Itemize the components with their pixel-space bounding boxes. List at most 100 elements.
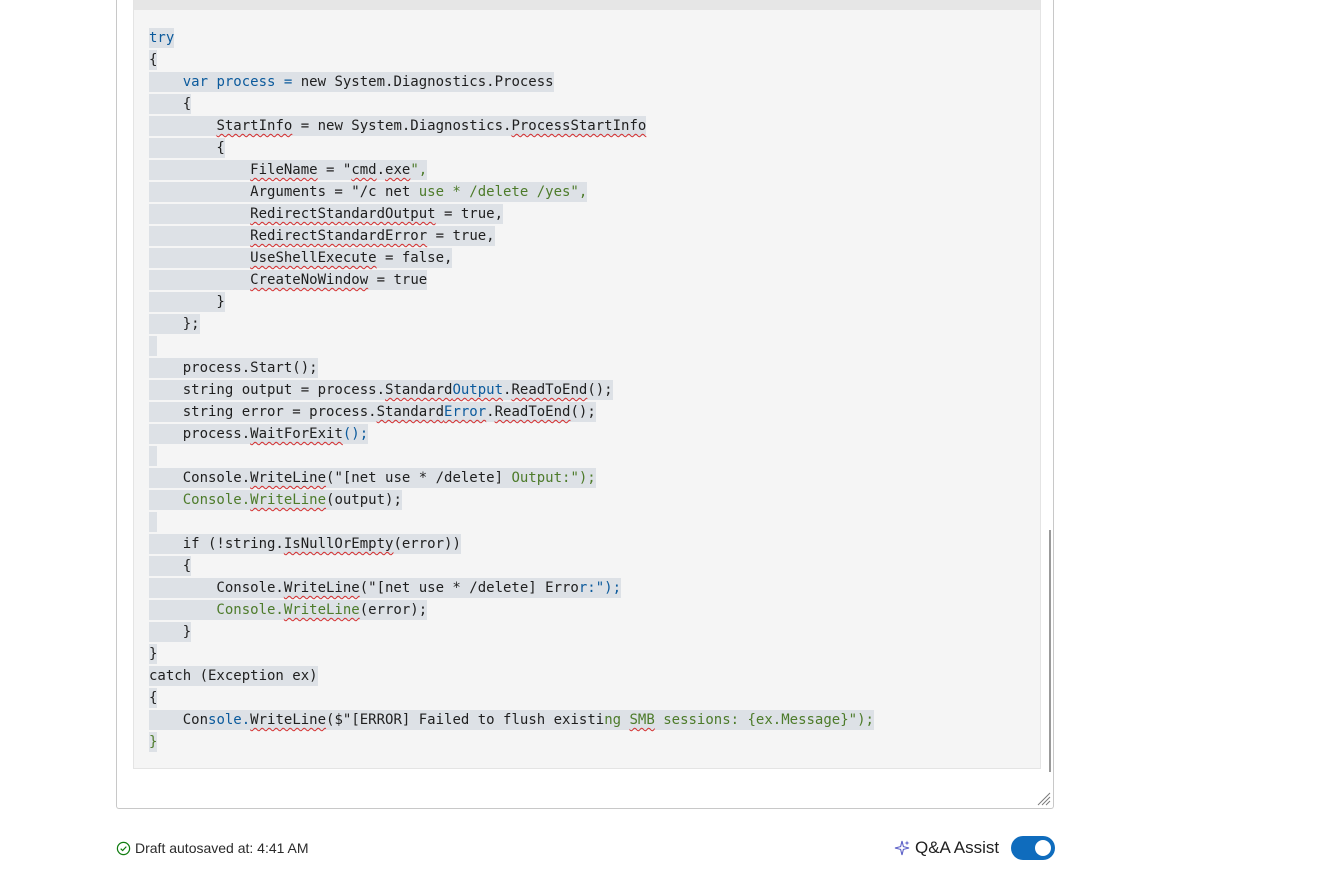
code-line: } bbox=[149, 291, 1029, 313]
code-line bbox=[149, 335, 1029, 357]
autosave-label: Draft autosaved at: 4:41 AM bbox=[135, 840, 309, 856]
code-line: catch (Exception ex) bbox=[149, 665, 1029, 687]
code-token bbox=[149, 162, 250, 178]
code-line: if (!string.IsNullOrEmpty(error)) bbox=[149, 533, 1029, 555]
spelling-error-token: RedirectStandardOutput bbox=[250, 206, 436, 222]
code-token: = true, bbox=[427, 228, 495, 244]
code-line-text: if (!string.IsNullOrEmpty(error)) bbox=[149, 534, 461, 554]
spelling-error-token: SMB bbox=[629, 712, 655, 728]
code-line: StartInfo = new System.Diagnostics.Proce… bbox=[149, 115, 1029, 137]
code-line-text: RedirectStandardOutput = true, bbox=[149, 204, 504, 224]
code-token: Console. bbox=[149, 580, 284, 596]
code-line-text: } bbox=[149, 622, 192, 642]
spelling-error-token: Output bbox=[452, 382, 504, 398]
code-line-text: { bbox=[149, 94, 192, 114]
code-line-text: Arguments = "/c net use * /delete /yes", bbox=[149, 182, 588, 202]
code-line-text: { bbox=[149, 138, 225, 158]
code-token: string error = process. bbox=[149, 404, 377, 420]
code-token: Output:"); bbox=[511, 470, 596, 486]
code-line-text: { bbox=[149, 50, 158, 70]
autosave-status: Draft autosaved at: 4:41 AM bbox=[116, 838, 309, 858]
code-line-text: { bbox=[149, 556, 192, 576]
code-line-text: } bbox=[149, 644, 158, 664]
code-token bbox=[149, 250, 250, 266]
answer-editor[interactable]: try{ var process = new System.Diagnostic… bbox=[116, 0, 1054, 809]
code-line: UseShellExecute = false, bbox=[149, 247, 1029, 269]
code-token: Con bbox=[149, 712, 209, 728]
code-line: { bbox=[149, 555, 1029, 577]
code-line: } bbox=[149, 621, 1029, 643]
code-token bbox=[149, 118, 216, 134]
code-token: (error); bbox=[359, 602, 428, 618]
code-line-text: RedirectStandardError = true, bbox=[149, 226, 495, 246]
scrollbar-thumb[interactable] bbox=[1049, 530, 1051, 772]
code-token: ng bbox=[604, 712, 630, 728]
code-token: { bbox=[149, 558, 192, 574]
code-token: { bbox=[149, 690, 158, 706]
code-line-text: Console.WriteLine("[net use * /delete] E… bbox=[149, 578, 622, 598]
code-token bbox=[149, 514, 157, 530]
spelling-error-token: WaitForExit bbox=[250, 426, 343, 442]
spelling-error-token: ProcessStartInfo bbox=[511, 118, 647, 134]
code-line-text: string output = process.StandardOutput.R… bbox=[149, 380, 613, 400]
code-line: { bbox=[149, 49, 1029, 71]
code-line-text: var process = new System.Diagnostics.Pro… bbox=[149, 72, 554, 92]
spelling-error-token: Error bbox=[444, 404, 487, 420]
code-token: sessions: {ex.Message}"); bbox=[654, 712, 874, 728]
code-line-text: catch (Exception ex) bbox=[149, 666, 318, 686]
code-line: Console.WriteLine(error); bbox=[149, 599, 1029, 621]
code-token: Arguments = "/c net bbox=[149, 184, 419, 200]
code-line: { bbox=[149, 137, 1029, 159]
resize-handle-icon[interactable] bbox=[1035, 790, 1051, 806]
code-line: Console.WriteLine(output); bbox=[149, 489, 1029, 511]
code-token: = new System.Diagnostics. bbox=[292, 118, 512, 134]
code-token: { bbox=[149, 52, 158, 68]
code-token: (); bbox=[587, 382, 613, 398]
code-token: = true, bbox=[435, 206, 504, 222]
code-token: new System.Diagnostics.Process bbox=[300, 74, 554, 90]
code-line: var process = new System.Diagnostics.Pro… bbox=[149, 71, 1029, 93]
code-token: } bbox=[149, 624, 192, 640]
code-token: }; bbox=[149, 316, 200, 332]
code-line-text: } bbox=[149, 732, 158, 752]
spelling-error-token: WriteLine bbox=[250, 712, 327, 728]
code-token: } bbox=[149, 294, 225, 310]
qa-assist-toggle[interactable] bbox=[1011, 836, 1056, 860]
code-line-text: Console.WriteLine(output); bbox=[149, 490, 402, 510]
code-token: ("[net use * /delete] bbox=[326, 470, 512, 486]
code-line bbox=[149, 445, 1029, 467]
code-block[interactable]: try{ var process = new System.Diagnostic… bbox=[133, 0, 1041, 769]
code-line-text: CreateNoWindow = true bbox=[149, 270, 428, 290]
code-line-text bbox=[149, 446, 158, 466]
code-token: { bbox=[149, 96, 192, 112]
code-token: Console. bbox=[149, 492, 251, 508]
code-line: Arguments = "/c net use * /delete /yes", bbox=[149, 181, 1029, 203]
spelling-error-token: WriteLine bbox=[283, 580, 360, 596]
code-block-header bbox=[134, 0, 1040, 10]
code-token: sole. bbox=[208, 712, 251, 728]
code-line: Console.WriteLine("[net use * /delete] E… bbox=[149, 577, 1029, 599]
code-line: CreateNoWindow = true bbox=[149, 269, 1029, 291]
code-line: string error = process.StandardError.Rea… bbox=[149, 401, 1029, 423]
code-token: (); bbox=[570, 404, 596, 420]
spelling-error-token: CreateNoWindow bbox=[250, 272, 369, 288]
code-token: catch (Exception ex) bbox=[149, 668, 318, 684]
code-line-text: process.WaitForExit(); bbox=[149, 424, 369, 444]
code-lines[interactable]: try{ var process = new System.Diagnostic… bbox=[149, 27, 1029, 753]
code-token: ($"[ERROR] Failed to flush existi bbox=[326, 712, 605, 728]
spelling-error-token: FileName bbox=[250, 162, 318, 178]
spelling-error-token: StartInfo bbox=[216, 118, 293, 134]
code-token: Console. bbox=[149, 602, 284, 618]
code-line-text: Console.WriteLine("[net use * /delete] O… bbox=[149, 468, 596, 488]
code-line: string output = process.StandardOutput.R… bbox=[149, 379, 1029, 401]
code-token: { bbox=[149, 140, 225, 156]
code-token: string output = process. bbox=[149, 382, 386, 398]
code-line: Console.WriteLine("[net use * /delete] O… bbox=[149, 467, 1029, 489]
code-token: ", bbox=[410, 162, 428, 178]
code-token: } bbox=[149, 734, 158, 750]
spelling-error-token: ReadToEnd bbox=[494, 404, 571, 420]
code-line: process.WaitForExit(); bbox=[149, 423, 1029, 445]
code-token: = true bbox=[368, 272, 428, 288]
spelling-error-token: WriteLine bbox=[250, 470, 327, 486]
code-token: = " bbox=[317, 162, 352, 178]
